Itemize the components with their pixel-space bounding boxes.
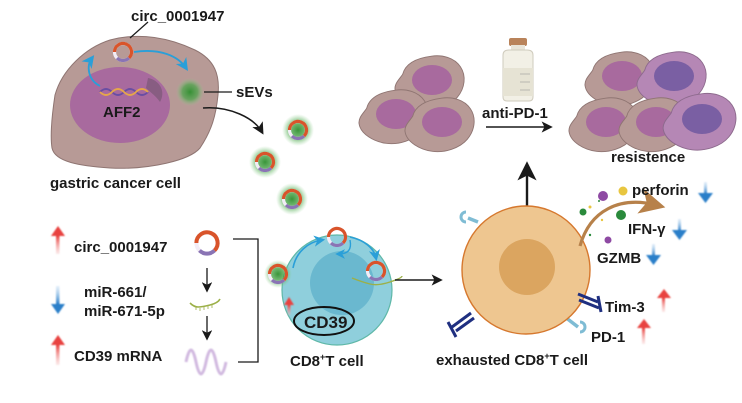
pd1-receptor-icon: [459, 210, 479, 224]
cytokine-dot: [579, 208, 587, 216]
gzmb-label: GZMB: [597, 250, 641, 267]
sevs-label: sEVs: [236, 84, 273, 101]
secretion-arrow: [202, 107, 264, 135]
tim3-receptor-icon: [446, 311, 475, 338]
resistence-label: resistence: [611, 149, 685, 166]
cd8-t-cell: [264, 226, 403, 346]
aff2-label: AFF2: [103, 104, 141, 121]
transport-arrow: [349, 236, 380, 262]
sev-vesicle-icon: [176, 78, 204, 106]
pd1-receptor-icon: [563, 315, 587, 334]
exhausted-cd8-t-cell: [446, 186, 666, 338]
cytokine-dot: [598, 200, 600, 202]
tim3-receptor-icon: [577, 292, 603, 313]
uptake-arrow: [292, 235, 326, 269]
down-arrow-perforin-icon: [698, 182, 713, 203]
up-arrow-pd1-icon: [637, 319, 651, 344]
ifn-gamma-label: IFN-γ: [628, 221, 666, 238]
circ-rna-icon: [194, 230, 220, 256]
perforin-label: perforin: [632, 182, 689, 199]
cell-nucleus: [499, 239, 555, 295]
circ-top-label: circ_0001947: [131, 8, 224, 25]
down-arrow-gzmb-icon: [646, 244, 661, 265]
sev-vesicle-icon: [276, 183, 308, 215]
circ-left-label: circ_0001947: [74, 239, 167, 256]
cycle-arrow-up: [81, 55, 101, 87]
cytokine-secretion-arrow: [578, 188, 666, 247]
cytokine-dot: [618, 186, 628, 196]
cd39-mrna-label: CD39 mRNA: [74, 348, 163, 365]
down-arrow-mir-icon: [51, 286, 65, 314]
cytokine-dot: [588, 205, 592, 209]
cytokine-dot: [588, 233, 592, 237]
up-arrow-cd39-mrna-icon: [51, 335, 65, 365]
exhausted-cell-label: exhausted CD8+T cell: [436, 351, 588, 369]
cytokine-dot: [600, 218, 604, 222]
cd8-t-cell-label: CD8+T cell: [290, 352, 364, 370]
leader-line: [129, 21, 149, 39]
dna-strand-2: [99, 88, 149, 96]
cancer-cell-cluster: [358, 55, 475, 153]
mirna-icon: [189, 298, 221, 308]
gastric-cancer-cell: [50, 21, 232, 169]
cytokine-dot: [616, 210, 626, 220]
cd39-label: CD39: [304, 313, 347, 332]
mirna-icon: [351, 275, 403, 286]
down-arrow-ifn-icon: [672, 219, 687, 240]
sev-vesicle-icon: [282, 114, 314, 146]
mir-label-line2: miR-671-5p: [84, 303, 165, 320]
sev-group: [249, 114, 314, 215]
cytokine-dot: [604, 236, 612, 244]
cycle-arrow-down: [133, 50, 188, 71]
up-arrow-tim3-icon: [657, 289, 671, 312]
mir-label-line1: miR-661/: [84, 284, 147, 301]
cell-nucleus: [310, 251, 374, 315]
resistant-cell-cluster: [568, 51, 737, 153]
up-arrow-cd39-icon: [284, 297, 294, 315]
cd39-marker: [293, 306, 355, 336]
nucleus: [70, 67, 170, 143]
sev-vesicle-icon: [249, 146, 281, 178]
anti-pd1-label: anti-PD-1: [482, 105, 548, 122]
pd1-label: PD-1: [591, 329, 625, 346]
drug-vial-icon: [502, 38, 534, 102]
cytokine-dot: [598, 191, 608, 201]
bracket: [233, 238, 259, 363]
tim3-label: Tim-3: [605, 299, 645, 316]
transport-arrow: [335, 239, 352, 259]
mrna-icon: [184, 348, 228, 376]
up-arrow-circ-icon: [51, 226, 65, 254]
gastric-cancer-cell-label: gastric cancer cell: [50, 175, 181, 192]
